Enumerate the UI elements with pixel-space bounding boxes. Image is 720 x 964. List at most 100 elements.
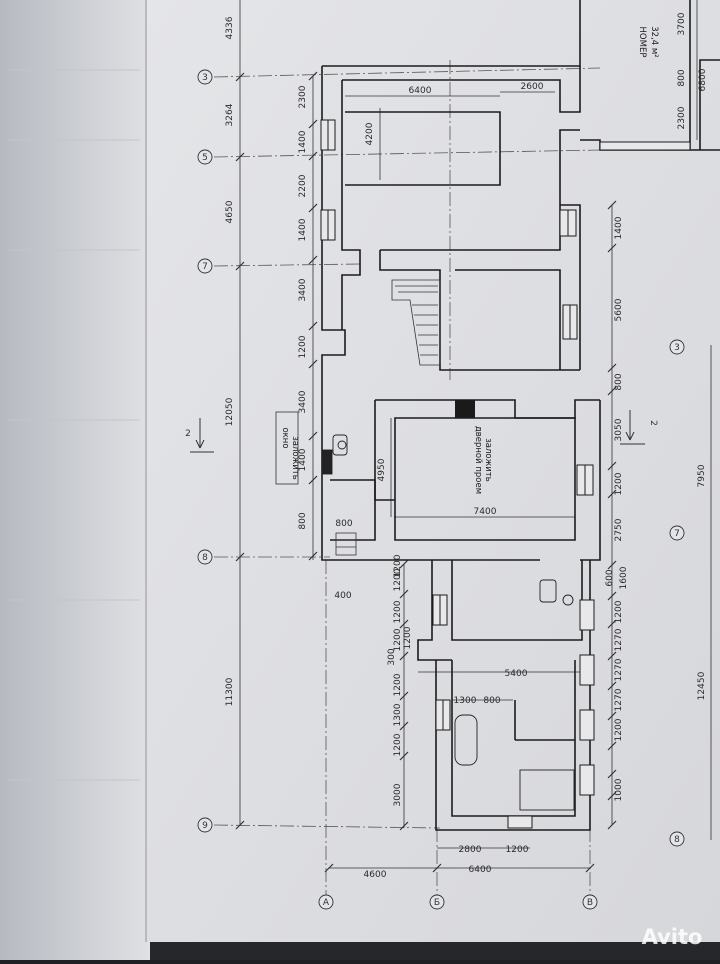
axis-bubble-row-5-circle bbox=[197, 149, 213, 165]
second-dim-3: 1400 bbox=[298, 218, 308, 241]
axis-bubble-row-3-circle bbox=[197, 69, 213, 85]
lower-dim-7: 400 bbox=[334, 591, 351, 601]
second-dim-14: 1300 bbox=[393, 703, 403, 726]
blocked-opening-fill bbox=[455, 400, 475, 418]
axis-bubble-right-8: 8 bbox=[674, 835, 680, 845]
section-marks bbox=[190, 410, 645, 453]
left-dim-4: 11300 bbox=[225, 677, 235, 706]
avito-watermark: Avito bbox=[642, 925, 703, 949]
lower-dim-4: 1200 bbox=[506, 845, 529, 855]
hall-dim-0: 4950 bbox=[377, 458, 387, 481]
room-label-line2: 32,4 м² bbox=[649, 26, 659, 57]
axis-bubble-col-0-circle bbox=[318, 894, 334, 910]
section-mark-left: 2 bbox=[185, 429, 191, 439]
top-dim-1: 2600 bbox=[521, 82, 544, 92]
room-label-line1: НОМЕР bbox=[637, 27, 647, 58]
back-page-lines bbox=[8, 69, 140, 781]
right-dim-9: 1270 bbox=[614, 628, 624, 651]
axis-bubble-right-7-circle bbox=[669, 525, 685, 541]
right-dim-3: 3050 bbox=[614, 418, 624, 441]
axis-bubble-col-0: А bbox=[323, 898, 330, 908]
window-note-frame bbox=[275, 411, 299, 485]
right-far-0: 3700 bbox=[677, 12, 687, 35]
axis-bubble-col-1: Б bbox=[434, 898, 440, 908]
lower-dim-2: 800 bbox=[483, 696, 500, 706]
axis-bubble-row-5: 5 bbox=[202, 153, 208, 163]
left-dim-0: 4336 bbox=[225, 16, 235, 39]
lower-dim-0: 5400 bbox=[505, 669, 528, 679]
axis-bubble-row-8-circle bbox=[197, 549, 213, 565]
second-dim-5: 1200 bbox=[298, 335, 308, 358]
grid-axes bbox=[213, 60, 601, 895]
left-dim-3: 12050 bbox=[225, 397, 235, 426]
second-dim-8: 800 bbox=[298, 512, 308, 529]
right-far-2: 800 bbox=[677, 69, 687, 86]
second-dim-7: 1400 bbox=[298, 448, 308, 471]
window-marks bbox=[320, 119, 691, 829]
lower-dim-3: 2800 bbox=[459, 845, 482, 855]
window-note-line2: заложить bbox=[290, 436, 300, 480]
right-dim-5: 2750 bbox=[614, 518, 624, 541]
right-dim-2: 800 bbox=[614, 373, 624, 390]
second-dim-6: 3400 bbox=[298, 390, 308, 413]
axis-bubble-row-7-circle bbox=[197, 258, 213, 274]
right-lower-1: 12450 bbox=[697, 671, 707, 700]
lower-dim-1: 1300 bbox=[454, 696, 477, 706]
lower-dim-8: 800 bbox=[335, 519, 352, 529]
second-dim-2: 2200 bbox=[298, 174, 308, 197]
right-dim-13: 1000 bbox=[614, 778, 624, 801]
right-far-1: 6800 bbox=[698, 68, 708, 91]
axis-bubble-right-3: 3 bbox=[674, 343, 680, 353]
section-mark-right: 2 bbox=[648, 420, 658, 426]
right-dim-8: 1200 bbox=[614, 600, 624, 623]
axis-bubble-row-7: 7 bbox=[202, 262, 208, 272]
second-dim-1: 1400 bbox=[298, 130, 308, 153]
axis-bubble-right-7: 7 bbox=[674, 529, 680, 539]
right-dim-11: 1270 bbox=[614, 688, 624, 711]
axis-bubble-col-1-circle bbox=[429, 894, 445, 910]
right-dim-1: 5600 bbox=[614, 298, 624, 321]
right-dim-6: 600 bbox=[605, 569, 615, 586]
second-dim-15: 1200 bbox=[393, 733, 403, 756]
second-dim-0: 2300 bbox=[298, 85, 308, 108]
left-dim-1: 3264 bbox=[225, 103, 235, 126]
right-far-3: 2300 bbox=[677, 106, 687, 129]
second-dim-4: 3400 bbox=[298, 278, 308, 301]
right-lower-0: 7950 bbox=[697, 464, 707, 487]
axis-bubble-row-9-circle bbox=[197, 817, 213, 833]
axis-bubble-row-8: 8 bbox=[202, 553, 208, 563]
axis-bubble-col-2: В bbox=[587, 898, 593, 908]
paper-sheet bbox=[146, 0, 720, 942]
lower-dim-6: 4600 bbox=[364, 870, 387, 880]
axis-bubble-right-3-circle bbox=[669, 339, 685, 355]
second-dim-11: 1200 bbox=[393, 628, 403, 651]
lower-dim-5: 6400 bbox=[469, 865, 492, 875]
overlap-dim-1: 1200 bbox=[403, 626, 413, 649]
overlap-dim-0: 1200 bbox=[393, 554, 403, 577]
right-dim-4: 1200 bbox=[614, 472, 624, 495]
right-dim-12: 1200 bbox=[614, 718, 624, 741]
hall-dim-1: 7400 bbox=[474, 507, 497, 517]
fixtures bbox=[322, 434, 575, 811]
stairs bbox=[335, 279, 441, 556]
window-note-line1: окно bbox=[280, 427, 290, 448]
top-dim-0: 6400 bbox=[409, 86, 432, 96]
left-dim-2: 4650 bbox=[225, 200, 235, 223]
right-dim-0: 1400 bbox=[614, 216, 624, 239]
axis-bubble-row-3: 3 bbox=[202, 73, 208, 83]
top-dim-2: 4200 bbox=[365, 122, 375, 145]
opening-note-line2: дверной проем bbox=[473, 426, 483, 494]
second-dim-16: 3000 bbox=[393, 783, 403, 806]
dimension-ticks bbox=[235, 71, 617, 873]
second-dim-12: 300 bbox=[387, 648, 397, 665]
second-dim-10: 1200 bbox=[393, 600, 403, 623]
second-dim-9: 1200 bbox=[393, 568, 403, 591]
right-dim-10: 1270 bbox=[614, 658, 624, 681]
right-dim-7: 1600 bbox=[619, 566, 629, 589]
axis-bubble-col-2-circle bbox=[582, 894, 598, 910]
opening-note-line1: заложить bbox=[483, 438, 493, 482]
second-dim-13: 1200 bbox=[393, 673, 403, 696]
